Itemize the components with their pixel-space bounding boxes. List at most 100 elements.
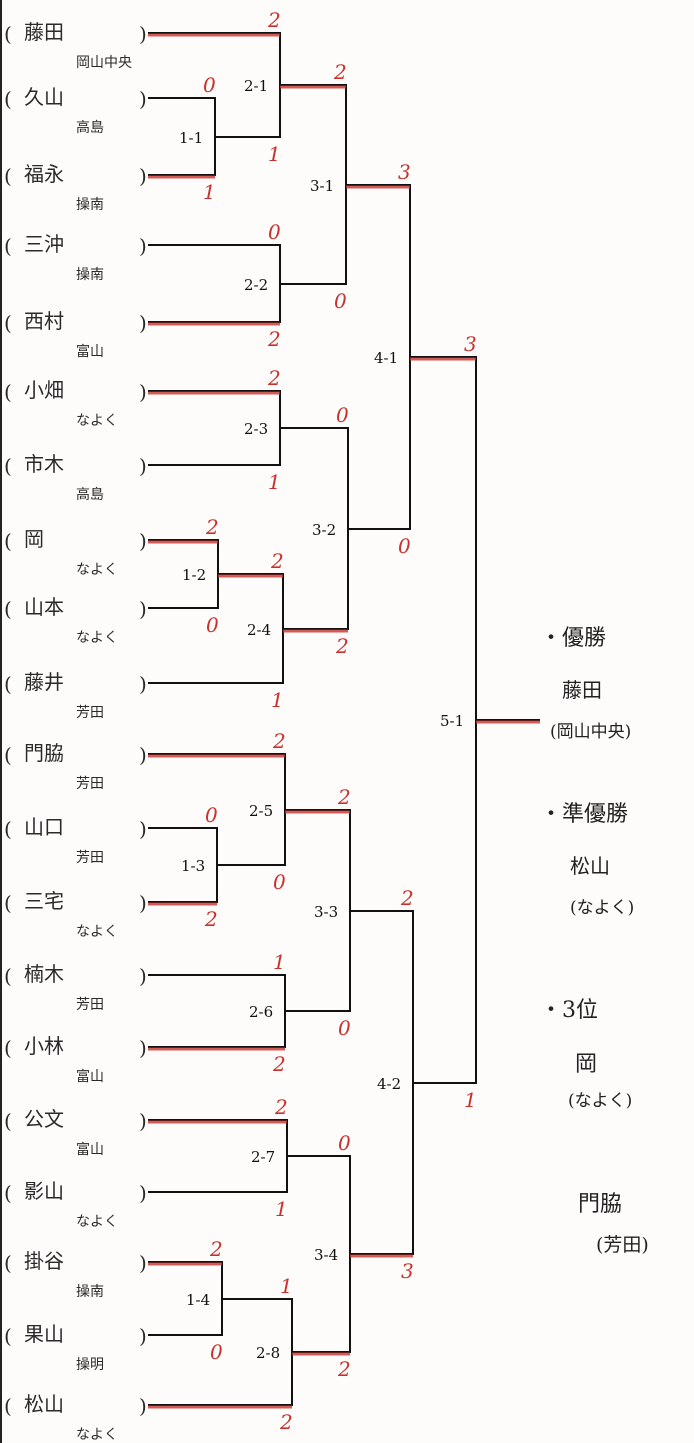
player-school: 富山: [76, 343, 104, 360]
player-name: 西村: [24, 309, 64, 333]
player-school: なよく: [76, 1214, 118, 1230]
player-school: 高島: [76, 486, 104, 503]
match-label: 1-4: [186, 1291, 210, 1309]
score-top: 1: [280, 1274, 293, 1298]
score-bottom: 0: [334, 289, 347, 313]
match-label: 3-4: [314, 1246, 338, 1264]
close-paren: ): [139, 1394, 147, 1418]
score-top: 1: [273, 950, 286, 974]
score-top: 0: [268, 220, 281, 244]
score-top: 0: [205, 803, 218, 827]
score-bottom: 0: [206, 613, 219, 637]
match-label: 3-1: [310, 177, 334, 195]
score-top: 2: [272, 729, 286, 753]
result-school: (なよく): [568, 1091, 633, 1111]
match-1-4: [148, 1261, 223, 1336]
player-entries: (藤田岡山中央)(久山高島)(福永操南)(三沖操南)(西村富山)(小畑なよく)(…: [4, 20, 147, 1443]
player-school: 岡山中央: [76, 55, 132, 71]
match-label: 5-1: [440, 712, 464, 730]
open-paren: (: [4, 1181, 12, 1205]
open-paren: (: [4, 311, 12, 335]
score-top: 2: [267, 366, 281, 390]
match-labels: 1-11-21-31-42-12-22-32-42-52-62-72-83-13…: [179, 77, 464, 1362]
player-name: 藤田: [24, 20, 64, 44]
player-name: 門脇: [24, 741, 64, 765]
score-bottom: 2: [335, 634, 349, 658]
player-name: 影山: [24, 1179, 64, 1203]
result-name: 松山: [570, 854, 610, 878]
match-label: 2-4: [247, 621, 271, 639]
player-school: 操南: [76, 197, 104, 213]
open-paren: (: [4, 964, 12, 988]
score-top: 2: [333, 60, 347, 84]
score-bottom: 1: [464, 1088, 477, 1112]
score-bottom: 0: [398, 534, 411, 558]
player-name: 山本: [24, 595, 64, 619]
player-school: 操明: [76, 1357, 104, 1373]
player-name: 松山: [24, 1392, 64, 1416]
result-school: (岡山中央): [550, 722, 632, 742]
player-school: 芳田: [76, 704, 104, 721]
open-paren: (: [4, 1109, 12, 1133]
player-school: 操南: [76, 267, 104, 283]
player-name: 小畑: [24, 378, 64, 402]
score-bottom: 2: [272, 1052, 286, 1076]
close-paren: ): [139, 743, 147, 767]
open-paren: (: [4, 164, 12, 188]
player-name: 小林: [24, 1034, 64, 1058]
result-third-2: 門脇 (芳田): [540, 1186, 649, 1257]
open-paren: (: [4, 1251, 12, 1275]
score-top: 3: [464, 332, 477, 356]
match-label: 2-2: [244, 276, 268, 294]
score-bottom: 0: [338, 1016, 351, 1040]
close-paren: ): [139, 817, 147, 841]
player-name: 公文: [24, 1107, 64, 1131]
player-name: 果山: [24, 1322, 64, 1346]
match-label: 1-1: [179, 129, 203, 147]
open-paren: (: [4, 22, 12, 46]
open-paren: (: [4, 1394, 12, 1418]
open-paren: (: [4, 234, 12, 258]
close-paren: ): [139, 454, 147, 478]
open-paren: (: [4, 817, 12, 841]
close-paren: ): [139, 964, 147, 988]
bracket-connector: [148, 1261, 223, 1336]
match-label: 3-3: [314, 903, 338, 921]
match-label: 2-7: [251, 1148, 275, 1166]
result-name: 門脇: [578, 1192, 623, 1217]
player-name: 市木: [24, 452, 64, 476]
score-bottom: 1: [271, 688, 284, 712]
player-name: 掛谷: [24, 1249, 64, 1273]
open-paren: (: [4, 380, 12, 404]
player-name: 久山: [24, 85, 64, 109]
player-school: 高島: [76, 119, 104, 136]
close-paren: ): [139, 597, 147, 621]
score-bottom: 0: [210, 1340, 223, 1364]
player-name: 三宅: [24, 889, 64, 913]
player-school: なよく: [76, 413, 118, 429]
score-bottom: 1: [268, 470, 281, 494]
player-school: なよく: [76, 924, 118, 940]
player-school: なよく: [76, 630, 118, 646]
player-school: 芳田: [76, 996, 104, 1013]
match-label: 3-2: [312, 521, 336, 539]
score-top: 2: [270, 549, 284, 573]
result-third-1: ・3位 岡 (なよく): [540, 992, 632, 1111]
result-title: ・準優勝: [540, 802, 629, 827]
match-label: 2-8: [256, 1344, 280, 1362]
result-name: 藤田: [562, 678, 602, 702]
score-top: 2: [337, 785, 351, 809]
score-bottom: 1: [275, 1197, 288, 1221]
close-paren: ): [139, 87, 147, 111]
